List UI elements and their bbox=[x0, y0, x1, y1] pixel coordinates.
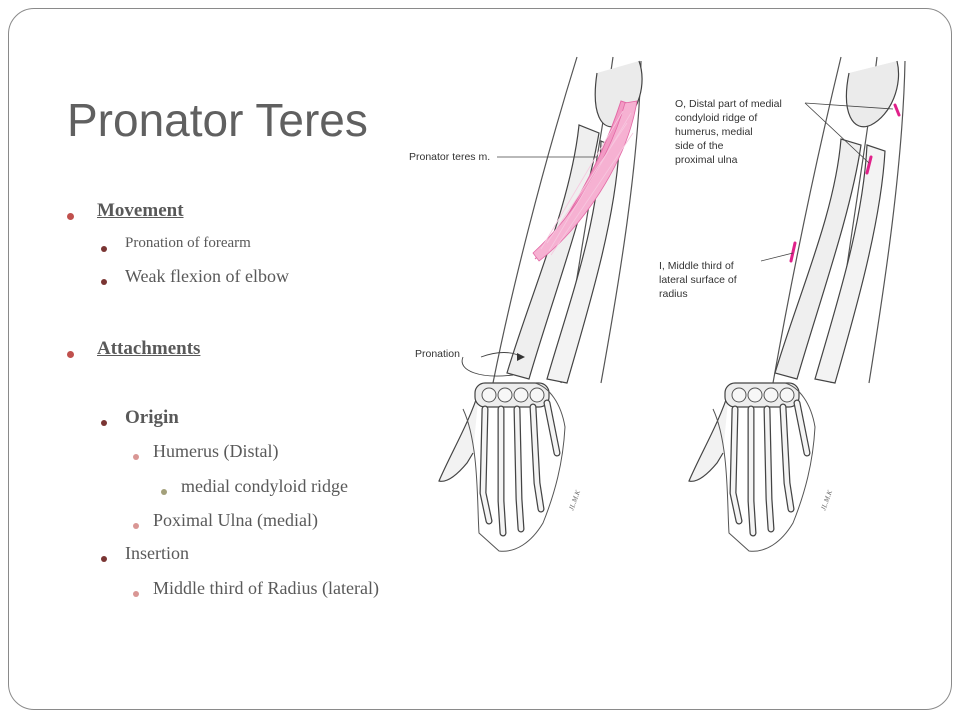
label-origin-line1: O, Distal part of medial bbox=[675, 98, 782, 110]
bullet-radius: Middle third of Radius (lateral) bbox=[153, 578, 379, 598]
label-origin-line2: condyloid ridge of bbox=[675, 112, 757, 124]
insertion-mark-radius bbox=[789, 241, 797, 263]
bullet-dot bbox=[101, 279, 107, 285]
right-forearm bbox=[689, 56, 906, 551]
label-origin-line4: side of the bbox=[675, 140, 724, 152]
label-insertion-line2: lateral surface of bbox=[659, 274, 737, 286]
bullet-dot bbox=[101, 420, 107, 426]
bullet-dot bbox=[101, 246, 107, 252]
bullet-dot bbox=[67, 351, 74, 358]
bullet-flexion: Weak flexion of elbow bbox=[125, 266, 289, 286]
label-insertion-line1: I, Middle third of bbox=[659, 260, 734, 272]
illustrator-signature-right: JL.M.K bbox=[819, 489, 834, 512]
bullet-ridge: medial condyloid ridge bbox=[181, 476, 348, 496]
label-pronation: Pronation bbox=[415, 348, 460, 360]
bullet-ulna: Poximal Ulna (medial) bbox=[153, 510, 318, 530]
bullet-dot bbox=[133, 454, 139, 460]
left-forearm bbox=[439, 56, 643, 551]
bullet-dot bbox=[67, 213, 74, 220]
label-insertion-line3: radius bbox=[659, 288, 688, 300]
label-origin-line5: proximal ulna bbox=[675, 154, 738, 166]
illustrator-signature-left: JL.M.K bbox=[567, 489, 582, 512]
bullet-dot bbox=[133, 523, 139, 529]
label-origin-line3: humerus, medial bbox=[675, 126, 753, 138]
bullet-insertion: Insertion bbox=[125, 543, 189, 563]
slide: Pronator Teres Movement Pronation of for… bbox=[8, 8, 952, 710]
bullet-origin: Origin bbox=[125, 407, 179, 428]
bullet-dot bbox=[101, 556, 107, 562]
origin-mark-ulna bbox=[865, 155, 873, 175]
bullet-humerus: Humerus (Distal) bbox=[153, 441, 279, 461]
origin-mark-humerus bbox=[893, 103, 901, 117]
bullet-dot bbox=[133, 591, 139, 597]
label-pronator-teres: Pronator teres m. bbox=[409, 151, 490, 163]
slide-title: Pronator Teres bbox=[67, 94, 368, 146]
bullet-movement: Movement bbox=[97, 200, 184, 221]
bullet-dot bbox=[161, 489, 167, 495]
bullet-pronation: Pronation of forearm bbox=[125, 235, 251, 251]
forearm-illustration: Pronator teres m. Pronation O, Distal pa… bbox=[409, 56, 906, 585]
bullet-attachments: Attachments bbox=[97, 338, 201, 359]
